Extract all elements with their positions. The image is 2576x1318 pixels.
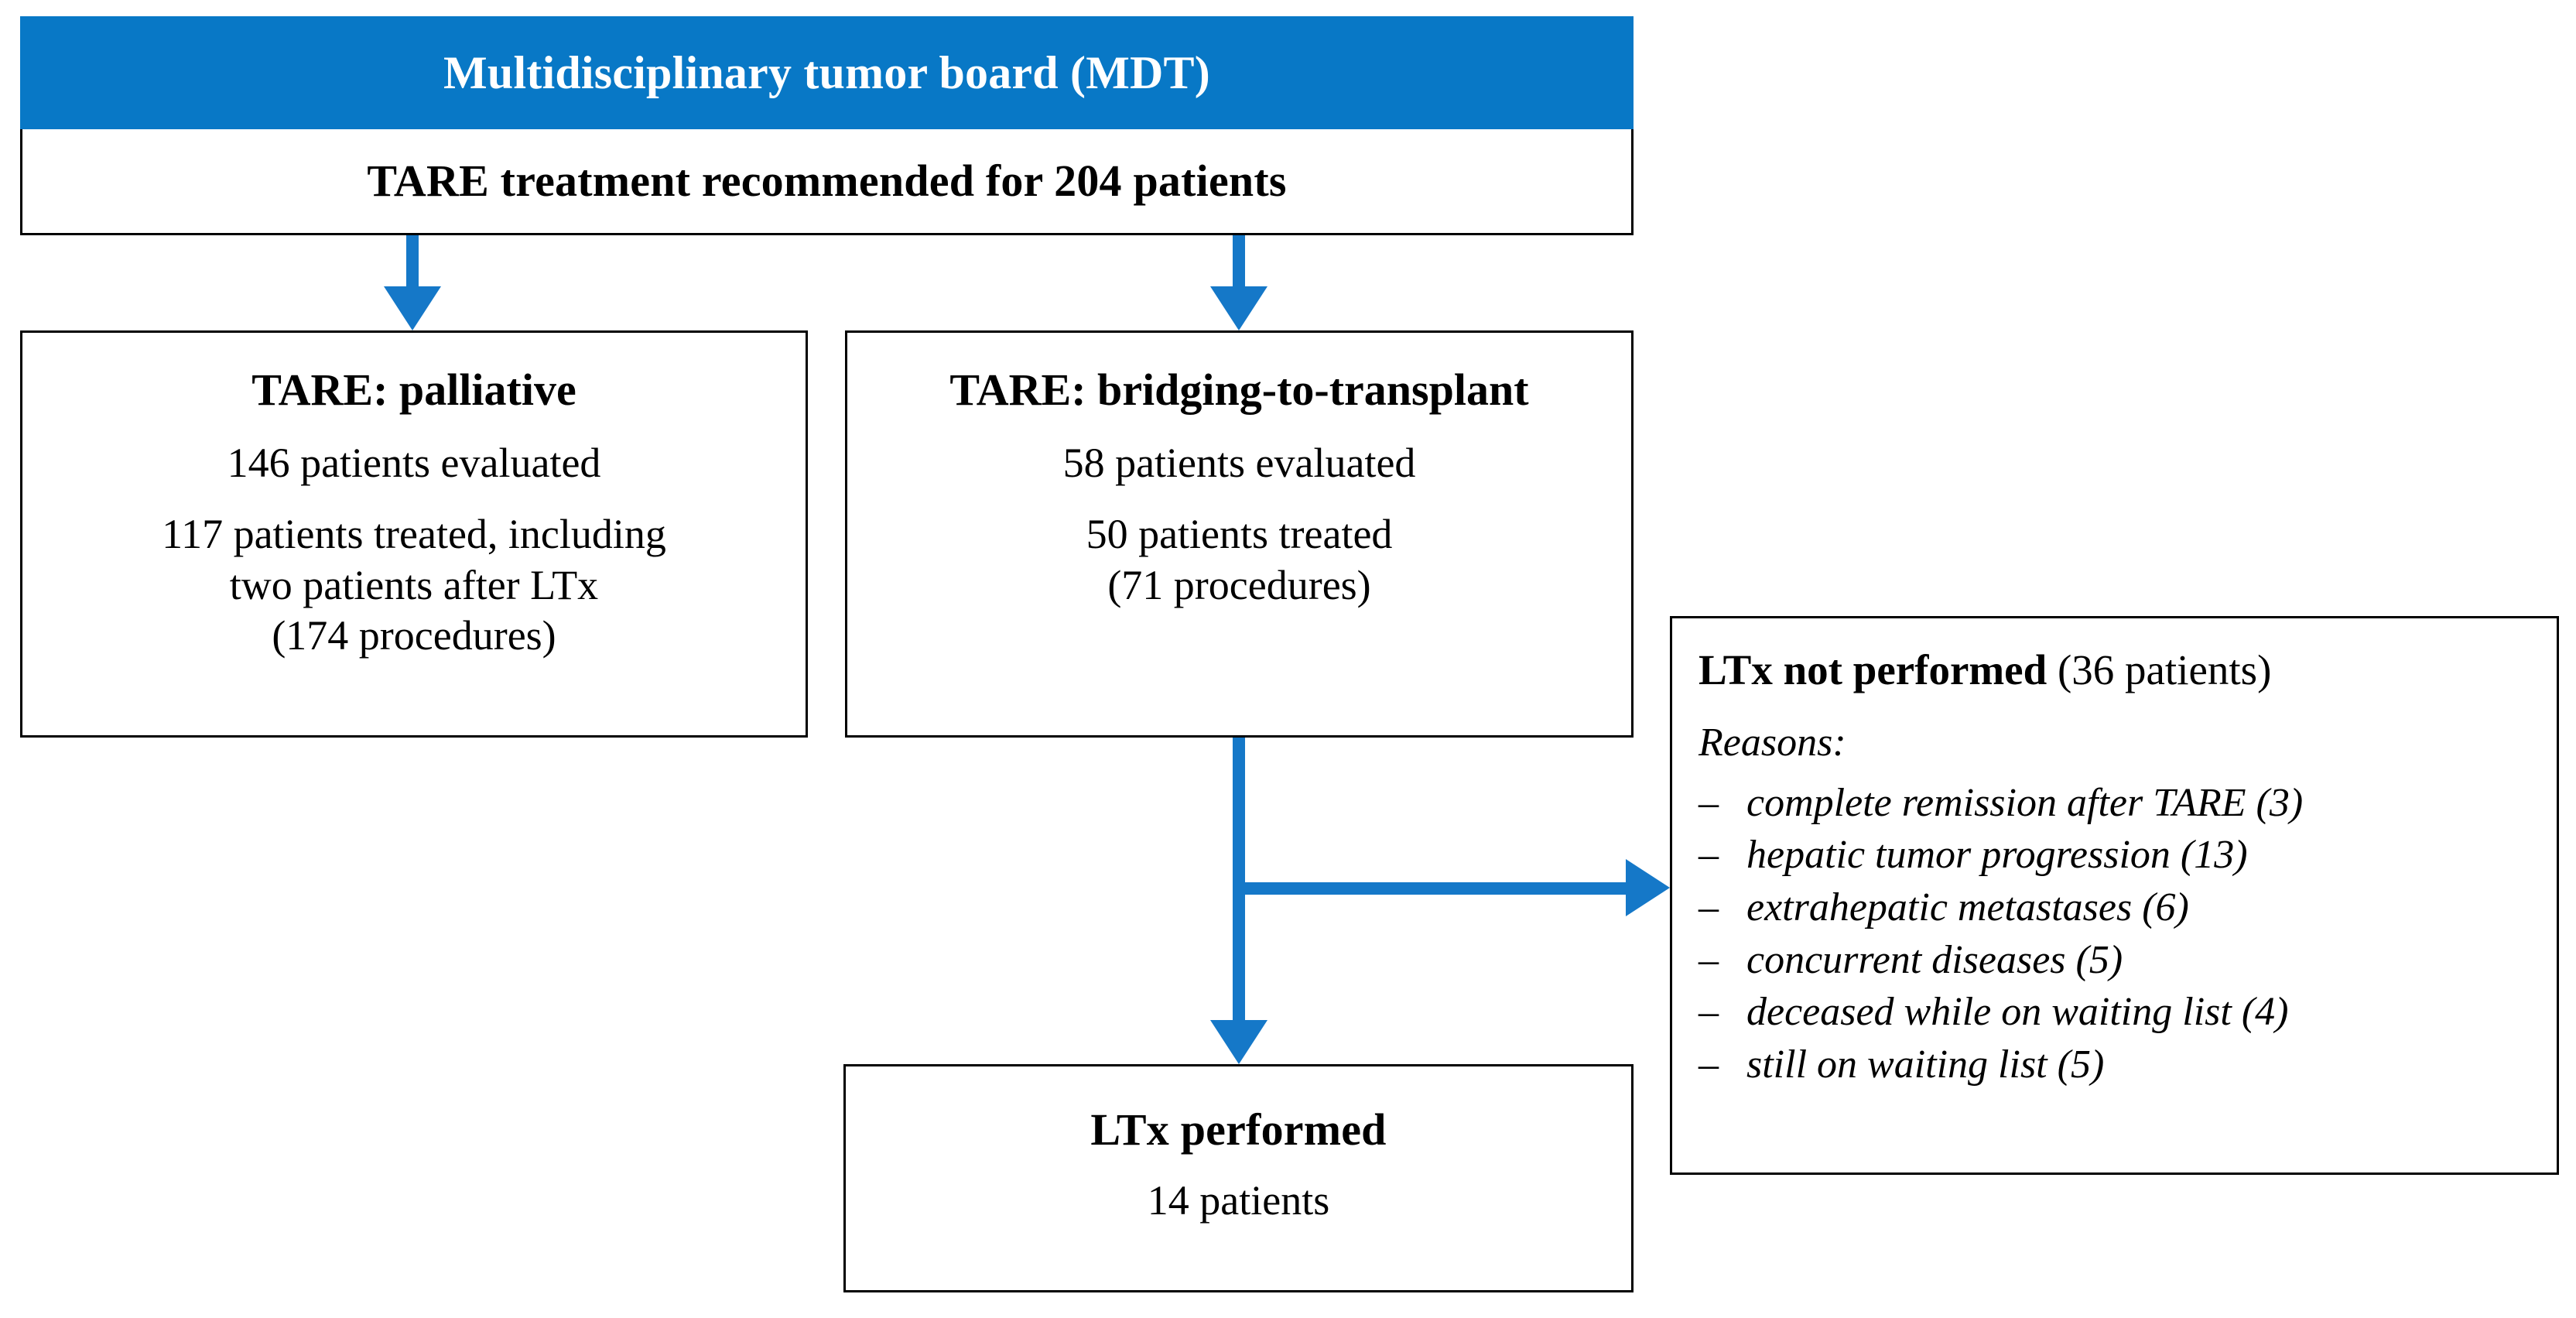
tare-recommendation-label: TARE treatment recommended for 204 patie… xyxy=(367,155,1287,206)
list-item: – hepatic tumor progression (13) xyxy=(1699,829,2530,882)
list-item: – still on waiting list (5) xyxy=(1699,1039,2530,1091)
list-item: – deceased while on waiting list (4) xyxy=(1699,986,2530,1039)
list-item: – extrahepatic metastases (6) xyxy=(1699,882,2530,934)
tare-bridging-title: TARE: bridging-to-transplant xyxy=(949,365,1529,415)
arrow-down-icon-bridging-to-ltx-performed xyxy=(1210,1020,1267,1064)
dash-icon: – xyxy=(1699,885,1719,929)
mdt-header-box: Multidisciplinary tumor board (MDT) xyxy=(20,16,1634,130)
connector-bridging-to-ltx-performed-line xyxy=(1233,738,1245,1022)
list-item-label: extrahepatic metastases (6) xyxy=(1746,885,2189,929)
tare-bridging-treated-block: 50 patients treated (71 procedures) xyxy=(1086,509,1393,611)
list-item: – complete remission after TARE (3) xyxy=(1699,777,2530,830)
ltx-not-performed-title-count: (36 patients) xyxy=(2057,646,2272,693)
ltx-performed-title: LTx performed xyxy=(1090,1104,1387,1155)
list-item-label: hepatic tumor progression (13) xyxy=(1746,833,2248,878)
list-item-label: deceased while on waiting list (4) xyxy=(1746,990,2289,1035)
list-item: – concurrent diseases (5) xyxy=(1699,934,2530,987)
tare-recommendation-box: TARE treatment recommended for 204 patie… xyxy=(20,129,1634,235)
connector-bridging-to-ltx-not-performed-line xyxy=(1233,882,1637,895)
tare-palliative-title: TARE: palliative xyxy=(251,365,576,415)
ltx-performed-detail: 14 patients xyxy=(1147,1176,1330,1224)
ltx-not-performed-title: LTx not performed (36 patients) xyxy=(1699,646,2530,694)
list-item-label: still on waiting list (5) xyxy=(1746,1042,2105,1087)
tare-bridging-procedures: (71 procedures) xyxy=(1107,561,1371,608)
list-item-label: concurrent diseases (5) xyxy=(1746,937,2123,982)
ltx-performed-box: LTx performed 14 patients xyxy=(843,1064,1634,1292)
tare-bridging-box: TARE: bridging-to-transplant 58 patients… xyxy=(845,330,1634,738)
tare-bridging-evaluated: 58 patients evaluated xyxy=(1062,439,1416,486)
dash-icon: – xyxy=(1699,1042,1719,1087)
ltx-not-performed-box: LTx not performed (36 patients) Reasons:… xyxy=(1670,616,2559,1175)
connector-mdt-to-bridging-line xyxy=(1233,235,1245,289)
dash-icon: – xyxy=(1699,990,1719,1035)
dash-icon: – xyxy=(1699,780,1719,825)
dash-icon: – xyxy=(1699,937,1719,982)
dash-icon: – xyxy=(1699,833,1719,878)
mdt-header-label: Multidisciplinary tumor board (MDT) xyxy=(443,47,1210,98)
ltx-not-performed-reasons-label: Reasons: xyxy=(1699,720,1846,765)
tare-palliative-treated-line1: 117 patients treated, including xyxy=(162,510,666,557)
connector-mdt-to-palliative-line xyxy=(406,235,419,289)
ltx-not-performed-title-strong: LTx not performed xyxy=(1699,646,2047,693)
arrow-down-icon-mdt-to-bridging xyxy=(1210,286,1267,330)
arrow-down-icon-mdt-to-palliative xyxy=(384,286,441,330)
tare-palliative-procedures: (174 procedures) xyxy=(272,612,556,659)
ltx-not-performed-reason-list: – complete remission after TARE (3) – he… xyxy=(1699,777,2530,1091)
tare-palliative-box: TARE: palliative 146 patients evaluated … xyxy=(20,330,808,738)
tare-palliative-evaluated: 146 patients evaluated xyxy=(227,439,601,486)
list-item-label: complete remission after TARE (3) xyxy=(1746,780,2304,825)
arrow-right-icon-bridging-to-ltx-not-performed xyxy=(1626,859,1670,916)
tare-bridging-treated: 50 patients treated xyxy=(1086,510,1393,557)
tare-palliative-treated-block: 117 patients treated, including two pati… xyxy=(162,509,666,662)
tare-palliative-treated-line2: two patients after LTx xyxy=(229,561,599,608)
